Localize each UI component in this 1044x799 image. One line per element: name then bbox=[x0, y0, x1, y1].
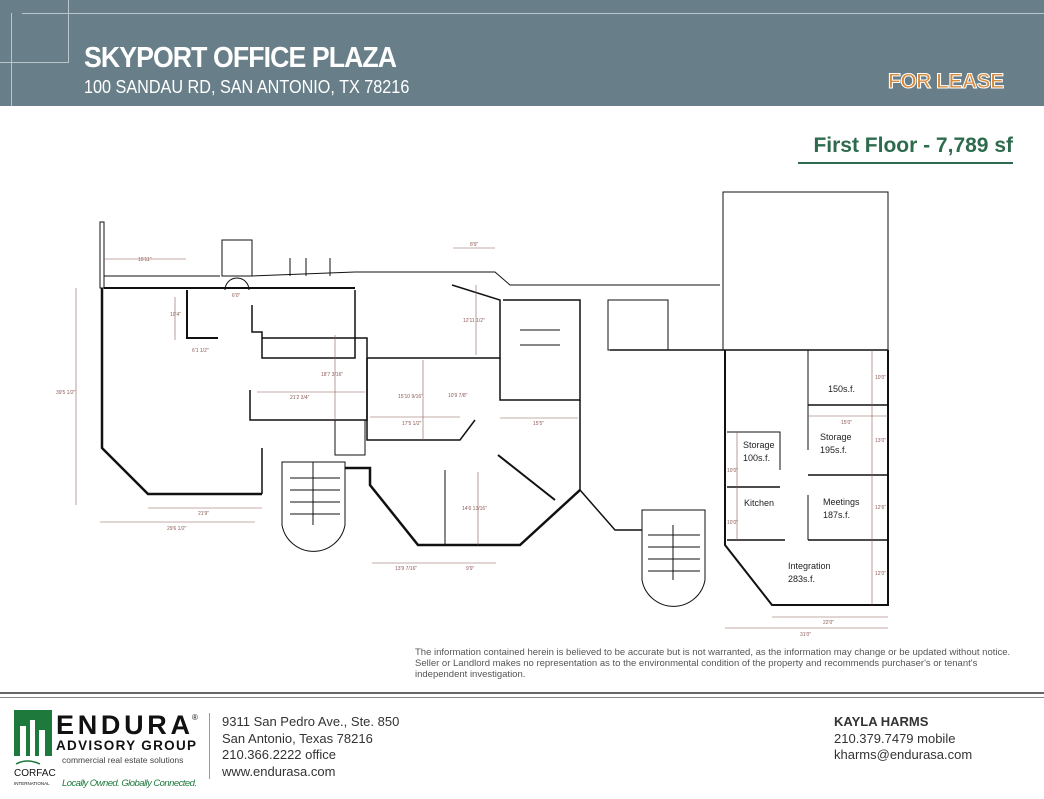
agent-email[interactable]: kharms@endurasa.com bbox=[834, 747, 973, 762]
dimension-label: 15'11" bbox=[138, 257, 152, 263]
room-name: Storage bbox=[743, 440, 775, 450]
dimension-label: 17'5 1/2" bbox=[402, 421, 422, 427]
svg-text:INTERNATIONAL: INTERNATIONAL bbox=[14, 781, 50, 786]
agent-phone: 210.379.7479 mobile bbox=[834, 730, 956, 746]
agent-contact: KAYLA HARMS 210.379.7479 mobile kharms@e… bbox=[834, 714, 972, 764]
decor-line bbox=[68, 0, 69, 62]
decor-line bbox=[0, 62, 69, 63]
property-address: 100 SANDAU RD, SAN ANTONIO, TX 78216 bbox=[84, 77, 410, 97]
property-title: SKYPORT OFFICE PLAZA bbox=[84, 42, 397, 74]
svg-text:ENDURA: ENDURA bbox=[56, 710, 190, 740]
dimension-label: 12'0" bbox=[875, 571, 886, 577]
dimension-label: 9'9" bbox=[466, 566, 475, 572]
dimension-label: 14'6 13/16" bbox=[462, 506, 487, 512]
divider bbox=[209, 713, 210, 779]
room-area: 100s.f. bbox=[743, 453, 770, 463]
dimension-label: 13'0" bbox=[875, 438, 886, 444]
svg-text:CORFAC: CORFAC bbox=[14, 768, 56, 779]
stairwell-left bbox=[281, 461, 346, 552]
dimension-label: 29'6 1/2" bbox=[167, 526, 187, 532]
dimension-label: 8'9" bbox=[470, 242, 479, 248]
svg-text:commercial real estate solutio: commercial real estate solutions bbox=[62, 755, 183, 765]
door bbox=[224, 277, 250, 291]
dimension-label: 10'0" bbox=[727, 468, 738, 474]
dimension-label: 18'7 3/16" bbox=[321, 372, 343, 378]
room-area: 195s.f. bbox=[820, 445, 847, 455]
svg-text:ADVISORY GROUP: ADVISORY GROUP bbox=[56, 738, 196, 753]
dimension-label: 10'0" bbox=[875, 375, 886, 381]
for-lease-badge: FOR LEASE bbox=[888, 70, 1005, 94]
wall bbox=[99, 221, 105, 289]
dimension-label: 6'1 1/2" bbox=[192, 348, 209, 354]
floor-label: First Floor - 7,789 sf bbox=[798, 134, 1013, 164]
corridor-wall bbox=[251, 271, 720, 286]
office-address-line2: San Antonio, Texas 78216 bbox=[222, 730, 373, 746]
dimension-label: 21'9" bbox=[198, 511, 209, 517]
decor-line bbox=[22, 13, 1044, 14]
dimension-label: 15'5" bbox=[533, 421, 544, 427]
decor-line bbox=[11, 13, 12, 106]
stairwell-right bbox=[641, 509, 706, 607]
endura-logo: ENDURA ® ADVISORY GROUP commercial real … bbox=[14, 710, 198, 789]
room-area: 187s.f. bbox=[823, 510, 850, 520]
dimension-label: 10'0" bbox=[727, 520, 738, 526]
website-link[interactable]: www.endurasa.com bbox=[222, 763, 336, 779]
dimension-label: 22'0" bbox=[823, 620, 834, 626]
svg-text:®: ® bbox=[192, 713, 198, 722]
entry-vestibule bbox=[221, 239, 253, 277]
room-name: Integration bbox=[788, 561, 831, 571]
dimension-label: 10'9 7/8" bbox=[448, 393, 468, 399]
svg-text:Locally Owned. Globally Connec: Locally Owned. Globally Connected. bbox=[62, 778, 197, 789]
agent-name: KAYLA HARMS bbox=[834, 714, 929, 729]
dimension-label: 10'4" bbox=[170, 312, 181, 318]
floor-plan: 15'11" 6'0" 10'4" 6'1 1/2" 18'7 3/16" 21… bbox=[56, 191, 889, 638]
disclaimer: The information contained herein is beli… bbox=[415, 647, 1011, 680]
header-banner: SKYPORT OFFICE PLAZA 100 SANDAU RD, SAN … bbox=[0, 0, 1044, 106]
dimension-label: 31'0" bbox=[800, 632, 811, 638]
dimension-label: 6'0" bbox=[232, 293, 241, 299]
divider bbox=[0, 692, 1044, 694]
office-phone: 210.366.2222 office bbox=[222, 747, 336, 762]
annex-outline bbox=[722, 191, 889, 351]
dimension-label: 12'11 1/2" bbox=[463, 318, 485, 324]
office-contact: 9311 San Pedro Ave., Ste. 850 San Antoni… bbox=[222, 714, 399, 780]
dimension-label: 12'6" bbox=[875, 505, 886, 511]
dimension-label: 15'0" bbox=[841, 420, 852, 426]
room-name: Meetings bbox=[823, 497, 860, 507]
room-name: Kitchen bbox=[744, 498, 774, 508]
office-address-line1: 9311 San Pedro Ave., Ste. 850 bbox=[222, 714, 400, 729]
dimension-label: 13'9 7/16" bbox=[395, 566, 417, 572]
room-area: 150s.f. bbox=[828, 384, 855, 394]
dimension-label: 15'10 9/16" bbox=[398, 394, 423, 400]
wall bbox=[100, 288, 262, 496]
dimension-label: 21'2 3/4" bbox=[290, 395, 310, 401]
divider bbox=[0, 697, 1044, 698]
room-name: Storage bbox=[820, 432, 852, 442]
dimension-label: 39'5 1/2" bbox=[56, 390, 76, 396]
room-area: 283s.f. bbox=[788, 574, 815, 584]
